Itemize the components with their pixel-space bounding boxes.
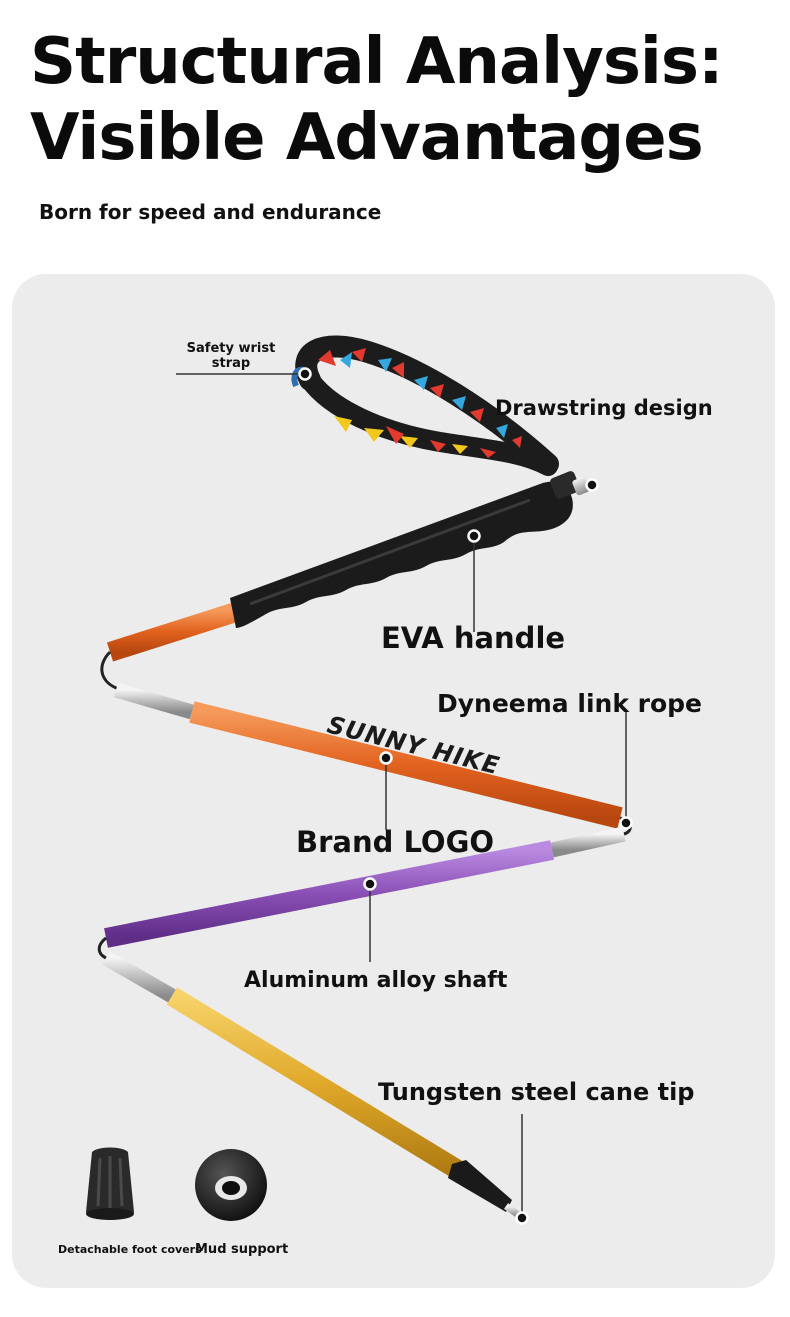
handle-cap bbox=[550, 471, 580, 499]
mud-support-label: Mud support bbox=[195, 1242, 289, 1257]
callout-dots bbox=[298, 367, 633, 1225]
callout-markers bbox=[176, 373, 627, 1218]
handle-marker bbox=[467, 529, 481, 543]
wrist-strap-label: Safety wrist strap bbox=[186, 341, 276, 371]
link-rope-label: Dyneema link rope bbox=[437, 689, 703, 718]
mud-basket-image bbox=[195, 1149, 267, 1221]
shaft-marker bbox=[363, 877, 377, 891]
eva-handle bbox=[230, 481, 573, 628]
lower-shaft-purple bbox=[104, 826, 626, 948]
eva-handle-label: EVA handle bbox=[381, 621, 566, 655]
tip-marker bbox=[515, 1211, 529, 1225]
middle-shaft-orange bbox=[113, 682, 623, 829]
drawstring-marker bbox=[585, 478, 599, 492]
page-title: Structural Analysis: Visible Advantages bbox=[30, 24, 724, 176]
cane-tip-label: Tungsten steel cane tip bbox=[378, 1078, 695, 1106]
brand-logo-label: Brand LOGO bbox=[296, 825, 495, 859]
cane-tip bbox=[448, 1160, 523, 1219]
title-line-1: Structural Analysis: bbox=[30, 25, 724, 99]
logo-marker bbox=[379, 751, 393, 765]
foot-cover-image bbox=[86, 1147, 134, 1220]
upper-shaft-orange bbox=[106, 600, 246, 662]
subtitle: Born for speed and endurance bbox=[39, 200, 382, 224]
foot-cover-label: Detachable foot covers bbox=[58, 1243, 202, 1256]
link-rope-loop-bottom bbox=[97, 936, 107, 960]
rope-marker bbox=[619, 816, 633, 830]
shaft-label: Aluminum alloy shaft bbox=[244, 968, 508, 993]
strap-marker bbox=[298, 367, 312, 381]
bottom-shaft-gold bbox=[102, 951, 464, 1179]
product-panel bbox=[12, 274, 775, 1288]
drawstring-buckle bbox=[572, 476, 590, 496]
title-line-2: Visible Advantages bbox=[30, 101, 704, 175]
drawstring-label: Drawstring design bbox=[495, 396, 713, 420]
